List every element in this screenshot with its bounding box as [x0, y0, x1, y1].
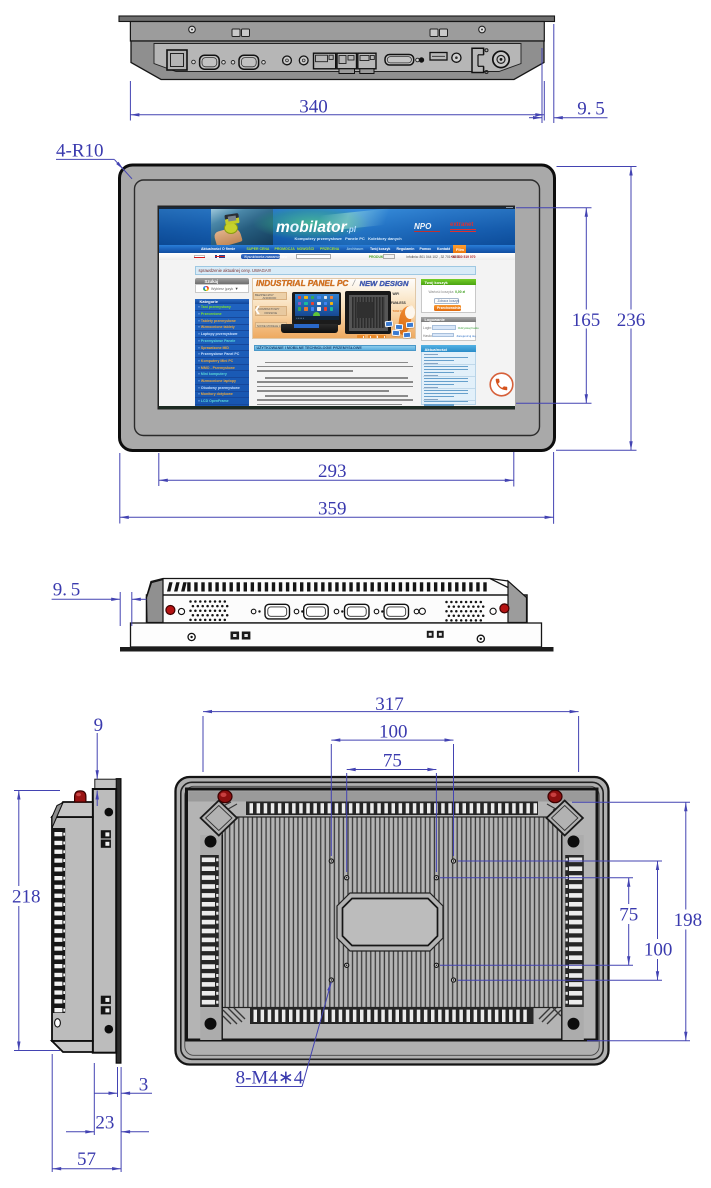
svg-text:8-M4∗4: 8-M4∗4 [236, 1067, 304, 1088]
svg-text:218: 218 [12, 887, 41, 908]
svg-text:317: 317 [375, 694, 404, 715]
svg-text:165: 165 [572, 310, 601, 331]
svg-text:75: 75 [619, 905, 638, 926]
svg-text:293: 293 [318, 461, 347, 482]
svg-text:359: 359 [318, 499, 347, 520]
svg-text:100: 100 [644, 940, 673, 961]
svg-text:236: 236 [617, 310, 646, 331]
svg-text:9. 5: 9. 5 [53, 580, 81, 601]
svg-text:57: 57 [77, 1149, 96, 1170]
svg-text:198: 198 [674, 910, 703, 931]
svg-text:100: 100 [379, 721, 408, 742]
svg-text:9. 5: 9. 5 [577, 99, 605, 120]
svg-text:3: 3 [139, 1075, 149, 1096]
svg-text:9: 9 [94, 715, 104, 736]
svg-text:75: 75 [383, 751, 402, 772]
svg-text:340: 340 [299, 96, 328, 117]
svg-text:23: 23 [95, 1113, 114, 1134]
svg-text:4-R10: 4-R10 [56, 141, 104, 162]
